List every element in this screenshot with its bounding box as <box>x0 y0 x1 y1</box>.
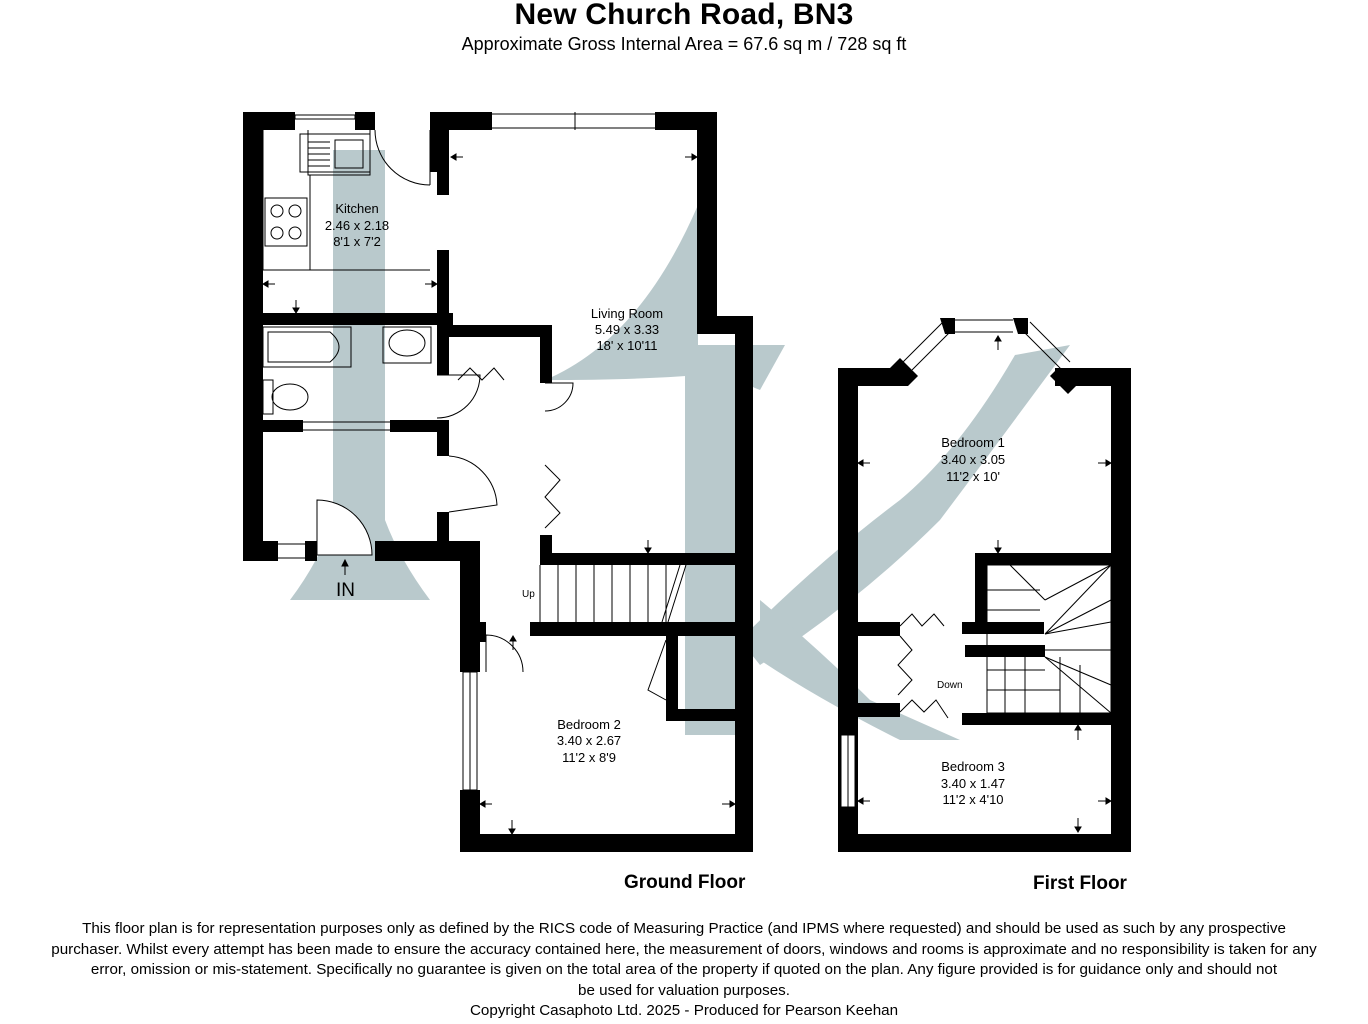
ground-floor-plan <box>243 112 753 852</box>
kitchen-imperial: 8'1 x 7'2 <box>333 234 381 249</box>
stairs-up-label: Up <box>522 589 535 600</box>
disclaimer: This floor plan is for representation pu… <box>0 919 1368 1022</box>
toilet-icon <box>262 379 309 415</box>
plan-subtitle: Approximate Gross Internal Area = 67.6 s… <box>461 34 907 54</box>
plan-title: New Church Road, BN3 <box>514 0 854 31</box>
first-floor-plan <box>838 318 1131 852</box>
basin-icon <box>382 326 432 364</box>
bedroom2-name: Bedroom 2 <box>557 717 621 732</box>
stairs-down-icon <box>986 564 1112 714</box>
kitchen-metric: 2.46 x 2.18 <box>325 218 389 233</box>
disclaimer-line: This floor plan is for representation pu… <box>82 920 1286 937</box>
bedroom1-imperial: 11'2 x 10' <box>946 469 1000 484</box>
first-floor-fittings <box>897 319 1112 719</box>
first-floor-label: First Floor <box>1033 873 1127 894</box>
stairs-up-icon <box>539 564 687 623</box>
kitchen-name: Kitchen <box>335 201 378 216</box>
stairs-down-label: Down <box>937 680 963 691</box>
ground-floor-fittings <box>262 129 687 701</box>
copyright: Copyright Casaphoto Ltd. 2025 - Produced… <box>469 1002 899 1019</box>
bedroom1-name: Bedroom 1 <box>941 435 1005 450</box>
living-room-metric: 5.49 x 3.33 <box>595 322 659 337</box>
bedroom1-metric: 3.40 x 3.05 <box>941 452 1005 467</box>
bedroom2-imperial: 11'2 x 8'9 <box>562 750 616 765</box>
sink-drainer-icon <box>308 141 330 167</box>
disclaimer-line: be used for valuation purposes. <box>578 981 790 999</box>
bath-icon <box>262 326 352 368</box>
ground-floor-label: Ground Floor <box>624 872 746 893</box>
dimension-arrows-ground <box>262 153 736 835</box>
dimension-arrows-first <box>857 335 1112 833</box>
entrance-label: IN <box>336 580 355 601</box>
bedroom3-name: Bedroom 3 <box>941 759 1005 774</box>
bedroom3-metric: 3.40 x 1.47 <box>941 776 1005 791</box>
hob-icon <box>264 197 308 247</box>
disclaimer-line: error, omission or mis-statement. Specif… <box>90 961 1278 978</box>
bedroom2-metric: 3.40 x 2.67 <box>557 733 621 748</box>
room-labels: Kitchen 2.46 x 2.18 8'1 x 7'2 Living Roo… <box>325 201 1005 807</box>
living-room-imperial: 18' x 10'11 <box>596 338 657 353</box>
bedroom3-imperial: 11'2 x 4'10 <box>942 792 1003 807</box>
disclaimer-line: purchaser. Whilst every attempt has been… <box>51 940 1317 958</box>
living-room-name: Living Room <box>591 306 663 321</box>
